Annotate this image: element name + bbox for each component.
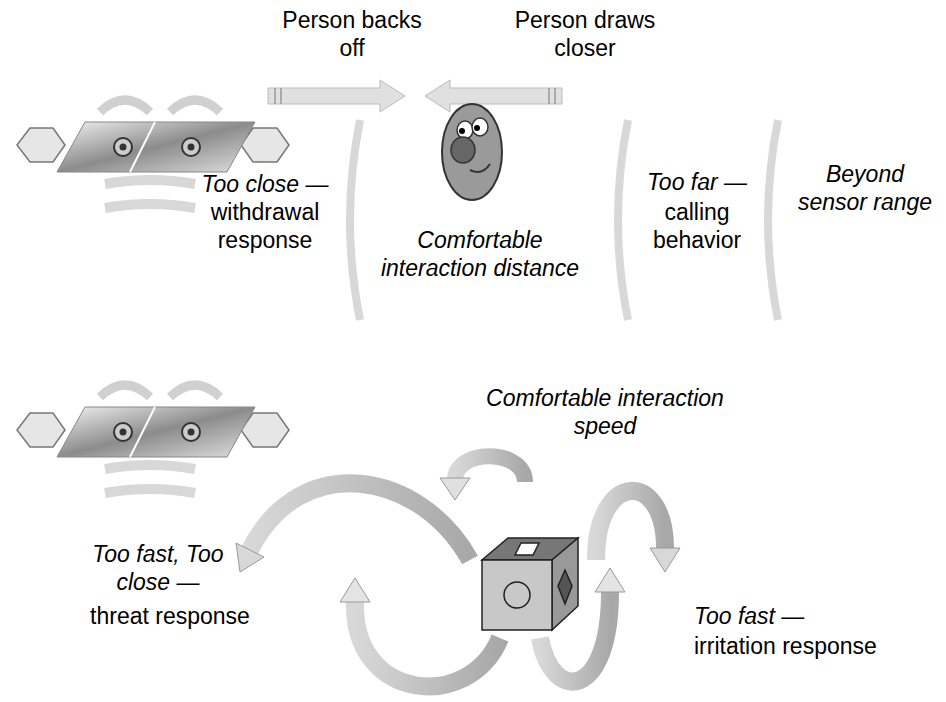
annotation-label: threat response <box>70 602 270 630</box>
annotation-label: Comfortable interaction distance <box>365 226 595 282</box>
annotation-label: calling behavior <box>632 198 762 254</box>
zone-bracket <box>618 120 628 320</box>
annotation-label: Beyond sensor range <box>790 160 940 216</box>
annotation-label: withdrawal response <box>195 198 335 254</box>
threat-arrow <box>355 602 500 686</box>
arrowhead <box>236 543 264 572</box>
arrowhead <box>440 478 470 500</box>
draws-closer-arrow <box>425 80 562 112</box>
zone-bracket <box>768 120 778 320</box>
threat-arrow <box>250 483 470 560</box>
annotation-label: Person draws closer <box>505 6 665 62</box>
arrowhead <box>650 548 680 572</box>
annotation-label: Too far — <box>632 168 762 196</box>
annotation-label: irritation response <box>694 632 914 660</box>
person-face <box>442 104 502 200</box>
annotation-label: Too close — <box>190 170 340 198</box>
annotation-label: Comfortable interaction speed <box>470 384 740 440</box>
annotation-label: Too fast, Too close — <box>88 540 228 596</box>
arrowhead <box>595 568 625 592</box>
arrowhead <box>340 578 370 602</box>
annotation-label: Person backs off <box>282 6 422 62</box>
zone-bracket <box>350 120 360 320</box>
toy-cube <box>482 538 578 630</box>
robot-face <box>17 385 289 493</box>
annotation-label: Too fast — <box>694 602 894 630</box>
backs-off-arrow <box>268 80 405 112</box>
